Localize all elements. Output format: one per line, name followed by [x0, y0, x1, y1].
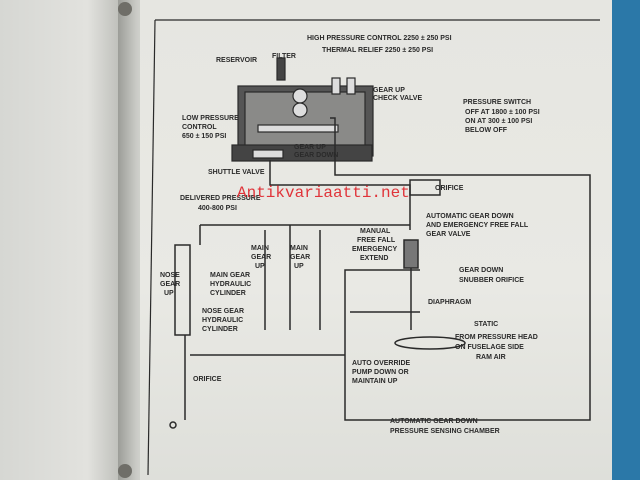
label-pressure-head: FROM PRESSURE HEAD — [455, 334, 538, 341]
label-auto-override: PUMP DOWN OR — [352, 369, 409, 376]
label-filter: FILTER — [272, 53, 296, 60]
label-low-pressure: 650 ± 150 PSI — [182, 133, 226, 140]
label-manual-free-fall: FREE FALL — [357, 237, 396, 244]
label-manual-free-fall: MANUAL — [360, 228, 391, 235]
label-main-gear-up: UP — [255, 263, 265, 270]
label-auto-override: MAINTAIN UP — [352, 378, 398, 385]
label-auto-gear-valve: AUTOMATIC GEAR DOWN — [426, 213, 514, 220]
label-auto-gear-valve: GEAR VALVE — [426, 231, 471, 238]
label-pressure-switch: BELOW OFF — [465, 127, 508, 134]
label-delivered-pressure: DELIVERED PRESSURE — [180, 195, 261, 202]
power-pack — [231, 57, 374, 162]
label-sensing-chamber: PRESSURE SENSING CHAMBER — [390, 428, 500, 435]
label-snubber-orifice: SNUBBER ORIFICE — [459, 277, 524, 284]
label-delivered-pressure: 400-800 PSI — [198, 205, 237, 212]
binder-hole — [118, 2, 132, 16]
label-sensing-chamber: AUTOMATIC GEAR DOWN — [390, 418, 478, 425]
label-nose-gear-up: UP — [164, 290, 174, 297]
label-manual-free-fall: EXTEND — [360, 255, 388, 262]
label-diaphragm: DIAPHRAGM — [428, 299, 471, 306]
diagram-frame — [147, 19, 600, 476]
label-manual-free-fall: EMERGENCY — [352, 246, 397, 253]
label-main-cylinder: MAIN GEAR — [210, 272, 250, 279]
label-nose-cylinder: HYDRAULIC — [202, 317, 243, 324]
label-pressure-switch: OFF AT 1800 ± 100 PSI — [465, 109, 540, 116]
label-gear-down: GEAR DOWN — [294, 152, 338, 159]
label-nose-gear-up: NOSE — [160, 272, 180, 279]
label-main-gear-up: GEAR — [251, 254, 271, 261]
label-snubber-orifice: GEAR DOWN — [459, 267, 503, 274]
label-nose-gear-up: GEAR — [160, 281, 180, 288]
label-low-pressure: LOW PRESSURE — [182, 115, 239, 122]
label-thermal-relief: THERMAL RELIEF 2250 ± 250 PSI — [322, 47, 433, 54]
label-main-gear-up: UP — [294, 263, 304, 270]
binder-hole — [118, 464, 132, 478]
label-nose-cylinder: NOSE GEAR — [202, 308, 244, 315]
label-gear-up-check: GEAR UP — [373, 87, 405, 94]
label-gear-up-check: CHECK VALVE — [373, 95, 422, 102]
watermark: Antikvariaatti.net — [237, 184, 410, 202]
diagram-labels: RESERVOIR FILTER HIGH PRESSURE CONTROL 2… — [160, 35, 540, 435]
label-ram-air: RAM AIR — [476, 354, 506, 361]
label-pressure-switch: ON AT 300 ± 100 PSI — [465, 118, 532, 125]
right-page — [140, 0, 615, 480]
label-pressure-switch: PRESSURE SWITCH — [463, 99, 531, 106]
label-main-gear-up: MAIN — [251, 245, 269, 252]
label-high-pressure: HIGH PRESSURE CONTROL 2250 ± 250 PSI — [307, 35, 452, 42]
label-shuttle-valve: SHUTTLE VALVE — [208, 169, 265, 176]
label-main-gear-up: GEAR — [290, 254, 310, 261]
label-main-gear-up: MAIN — [290, 245, 308, 252]
label-auto-gear-valve: AND EMERGENCY FREE FALL — [426, 222, 529, 229]
label-gear-up: GEAR UP — [294, 144, 326, 151]
background-surface — [612, 0, 640, 480]
label-static: STATIC — [474, 321, 498, 328]
label-orifice: ORIFICE — [435, 185, 464, 192]
label-nose-cylinder: CYLINDER — [202, 326, 238, 333]
label-reservoir: RESERVOIR — [216, 57, 257, 64]
label-low-pressure: CONTROL — [182, 124, 217, 131]
label-main-cylinder: CYLINDER — [210, 290, 246, 297]
label-pressure-head: ON FUSELAGE SIDE — [455, 344, 524, 351]
label-auto-override: AUTO OVERRIDE — [352, 360, 411, 367]
left-page — [0, 0, 125, 480]
hydraulic-lines — [169, 117, 591, 429]
label-main-cylinder: HYDRAULIC — [210, 281, 251, 288]
label-orifice: ORIFICE — [193, 376, 222, 383]
